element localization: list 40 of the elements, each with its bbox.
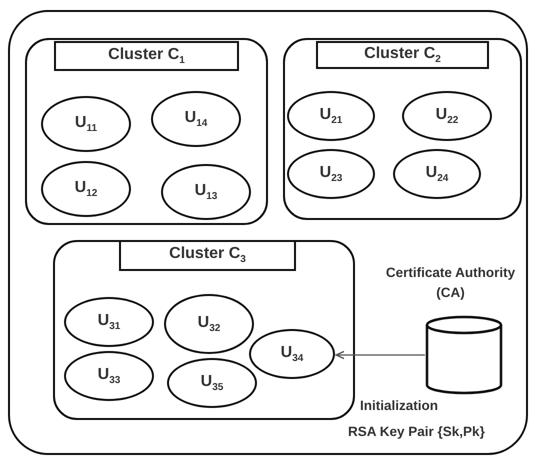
user-ellipse (393, 149, 481, 199)
cluster-title: Cluster C$_{3}$ (169, 245, 246, 266)
edge-label: Initialization (360, 398, 438, 413)
user-label: U$_{13}$ (194, 182, 218, 202)
user-ellipse (402, 91, 492, 141)
user-ellipse (287, 91, 375, 141)
user-ellipse (41, 161, 131, 217)
user-label: U$_{22}$ (436, 106, 458, 126)
user-label: U$_{11}$ (74, 114, 98, 134)
user-label: U$_{14}$ (184, 108, 208, 130)
user-ellipse (161, 164, 251, 220)
cluster-title: Cluster C$_{2}$ (364, 44, 441, 66)
cluster-box (282, 38, 522, 220)
arrow (335, 350, 425, 360)
user-label: U$_{35}$ (200, 372, 224, 394)
cluster-box (52, 240, 354, 420)
user-label: U$_{31}$ (98, 312, 120, 332)
cluster-title-box (119, 240, 296, 271)
user-ellipse (167, 358, 257, 408)
user-ellipse (164, 294, 254, 354)
user-label: U$_{24}$ (426, 164, 448, 184)
cluster-title-box (54, 41, 239, 71)
cluster-title-box (316, 41, 489, 69)
note-text: RSA Key Pair {Sk,Pk} (348, 424, 485, 439)
user-label: U$_{32}$ (198, 314, 220, 334)
user-ellipse (41, 96, 131, 152)
user-label: U$_{34}$ (280, 344, 304, 364)
cluster-title: Cluster C$_{1}$ (108, 46, 185, 66)
user-label: U$_{33}$ (98, 366, 120, 386)
outer-frame (8, 10, 528, 455)
node-heading: Certificate Authority (CA) (384, 264, 516, 302)
user-label: U$_{21}$ (320, 106, 342, 126)
user-ellipse (287, 149, 375, 199)
user-ellipse (151, 91, 241, 147)
user-ellipse (64, 297, 154, 347)
user-ellipse (64, 351, 154, 401)
user-ellipse (249, 329, 335, 379)
user-label: U$_{23}$ (320, 164, 342, 184)
cluster-box (24, 38, 268, 224)
user-label: U$_{12}$ (74, 178, 98, 200)
